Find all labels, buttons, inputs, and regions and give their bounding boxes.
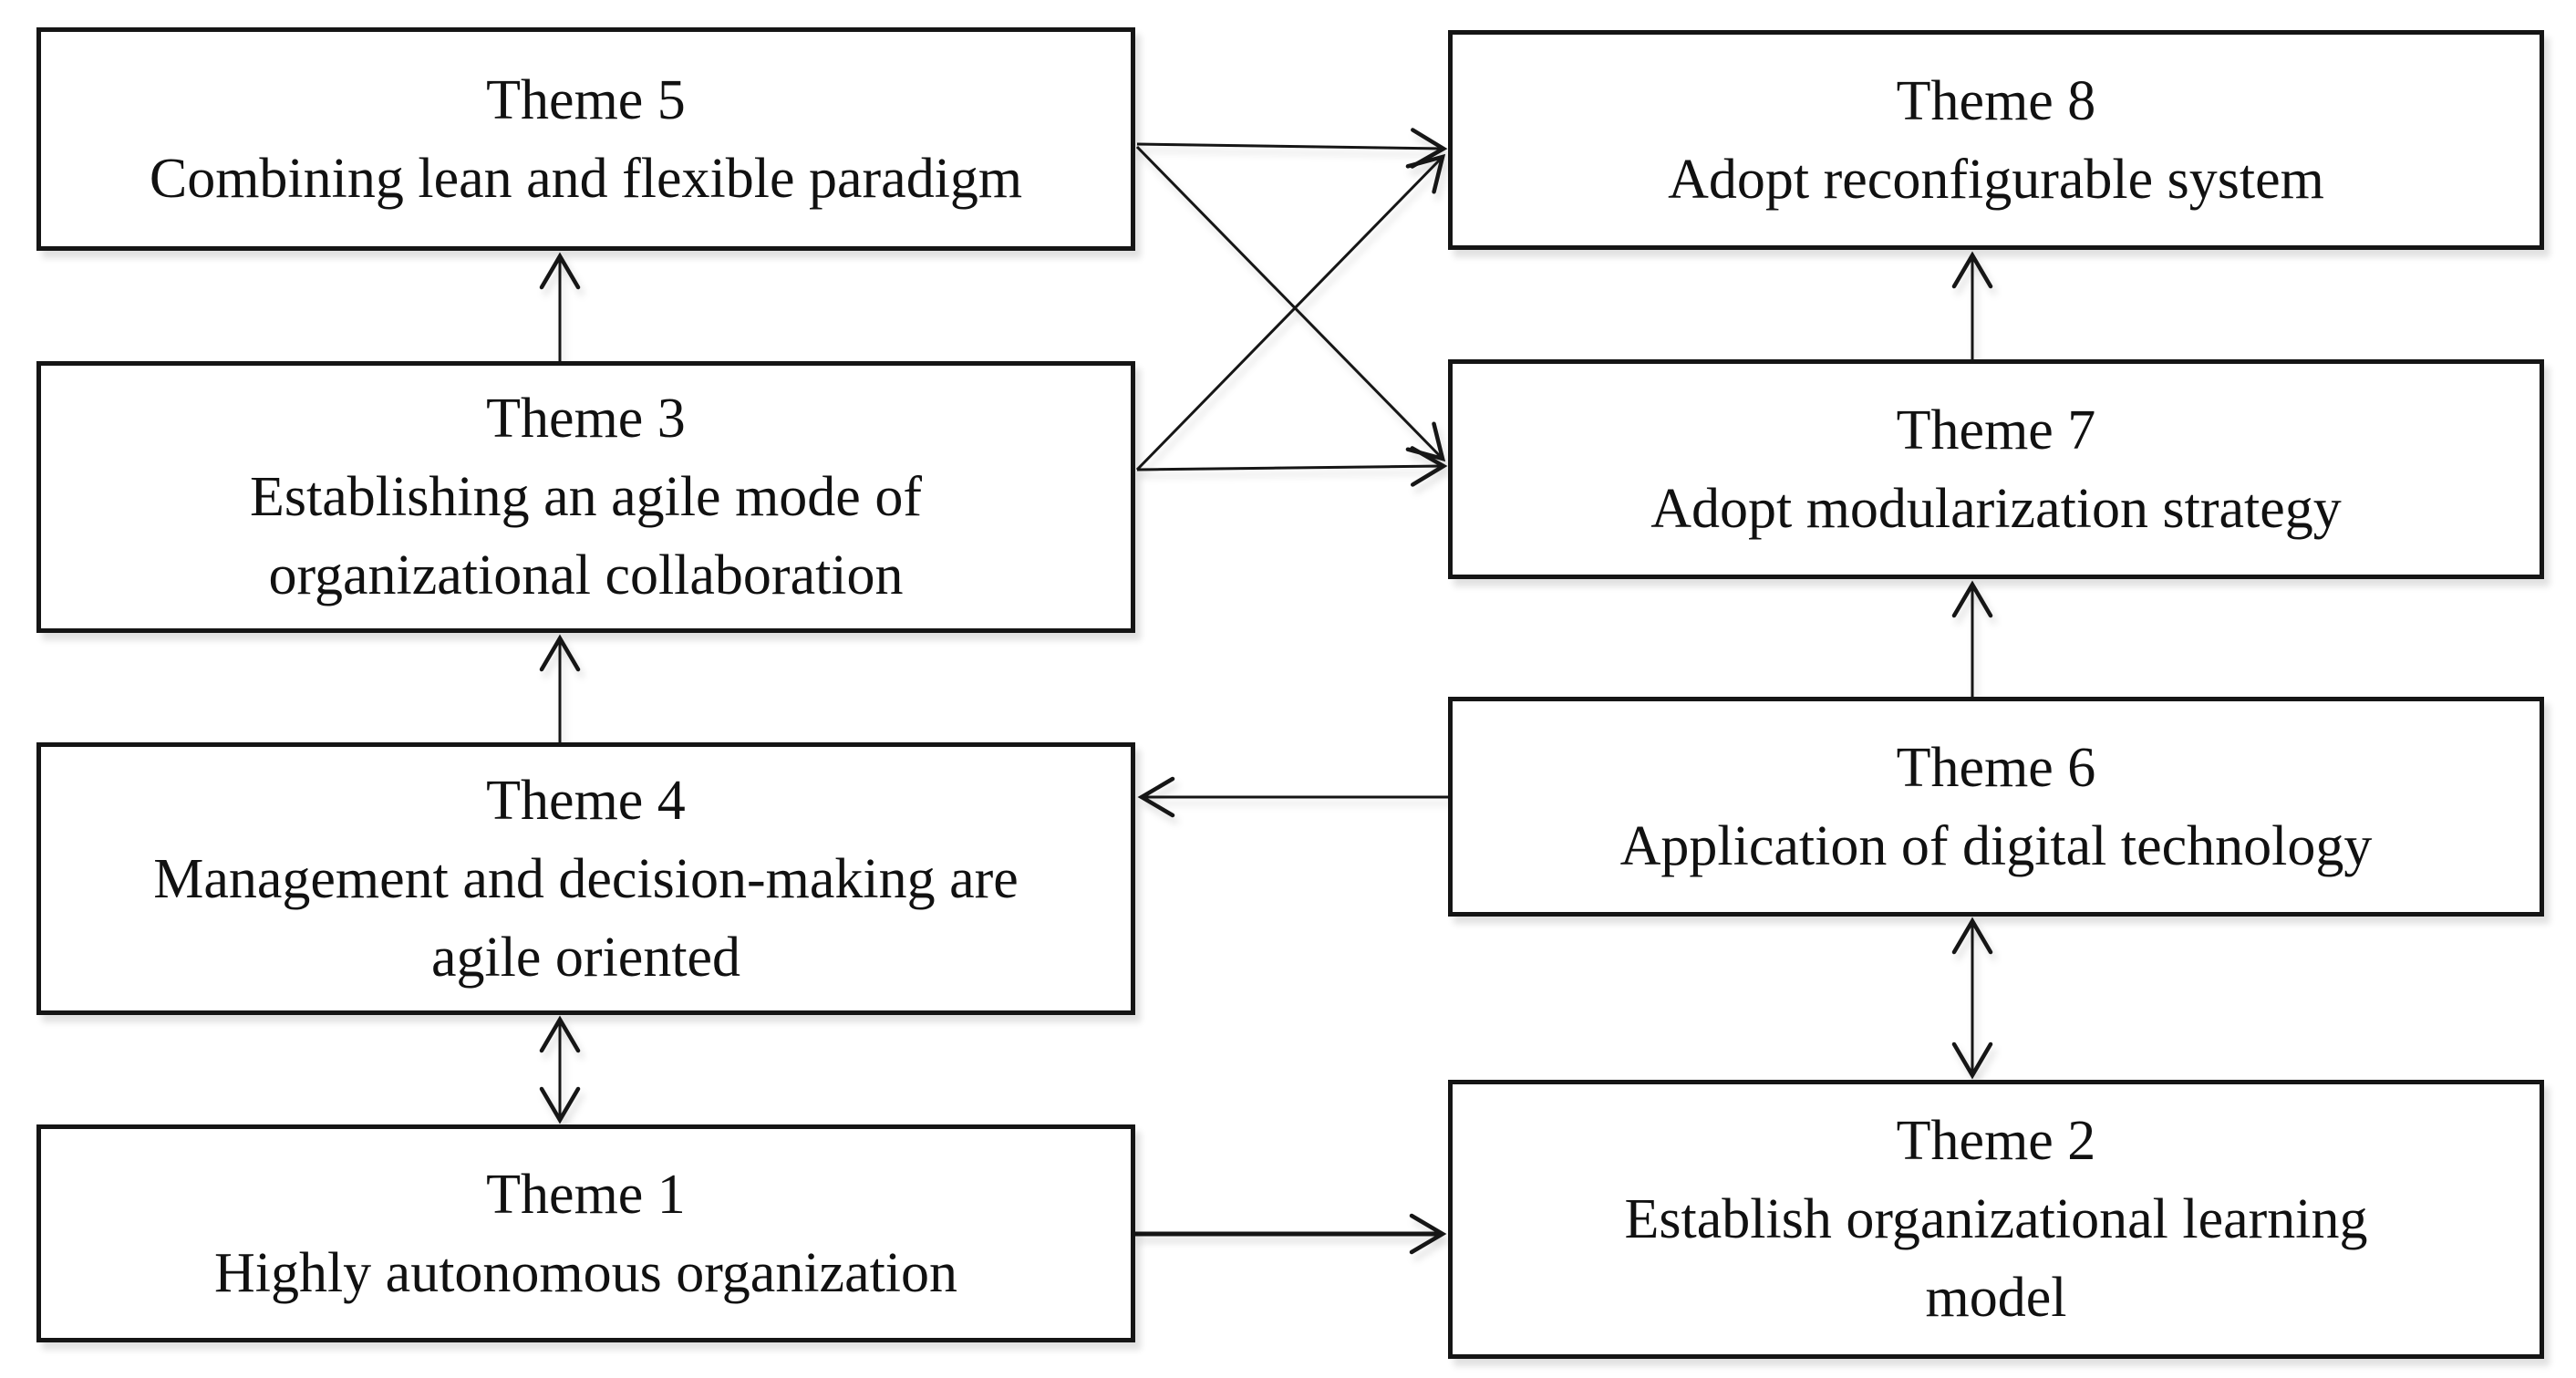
- node-theme-2: Theme 2 Establish organizational learnin…: [1448, 1080, 2544, 1359]
- node-title: Theme 5: [486, 68, 686, 131]
- node-title: Theme 8: [1896, 69, 2096, 132]
- node-label: organizational collaboration: [268, 544, 904, 606]
- node-theme-4: Theme 4 Management and decision-making a…: [36, 742, 1135, 1015]
- node-label: Combining lean and flexible paradigm: [149, 147, 1023, 210]
- node-theme-8: Theme 8 Adopt reconfigurable system: [1448, 30, 2544, 250]
- node-label: model: [1925, 1267, 2067, 1329]
- node-theme-6: Theme 6 Application of digital technolog…: [1448, 697, 2544, 917]
- arrow-theme5-to-theme8: [1136, 128, 1448, 169]
- node-label: Adopt reconfigurable system: [1668, 148, 2324, 211]
- node-label: Establishing an agile mode of: [250, 466, 922, 528]
- node-label: Establish organizational learning: [1624, 1188, 2368, 1250]
- node-theme-5: Theme 5 Combining lean and flexible para…: [36, 27, 1135, 251]
- node-theme-1: Theme 1 Highly autonomous organization: [36, 1124, 1135, 1342]
- node-title: Theme 7: [1896, 399, 2096, 461]
- node-title: Theme 6: [1896, 736, 2096, 799]
- node-title: Theme 2: [1896, 1110, 2096, 1172]
- node-label: Management and decision-making are: [153, 847, 1019, 910]
- node-label: agile oriented: [430, 926, 741, 989]
- arrow-theme5-to-theme7: [1135, 145, 1446, 462]
- node-label: Adopt modularization strategy: [1650, 477, 2342, 540]
- node-title: Theme 3: [486, 388, 686, 450]
- node-title: Theme 4: [486, 769, 686, 832]
- arrow-theme3-to-theme7: [1136, 446, 1448, 487]
- node-label: Application of digital technology: [1619, 814, 2373, 877]
- node-label: Highly autonomous organization: [213, 1241, 958, 1304]
- node-title: Theme 1: [486, 1163, 686, 1226]
- arrow-theme3-to-theme8: [1135, 153, 1446, 471]
- node-theme-3: Theme 3 Establishing an agile mode of or…: [36, 361, 1135, 633]
- node-theme-7: Theme 7 Adopt modularization strategy: [1448, 359, 2544, 579]
